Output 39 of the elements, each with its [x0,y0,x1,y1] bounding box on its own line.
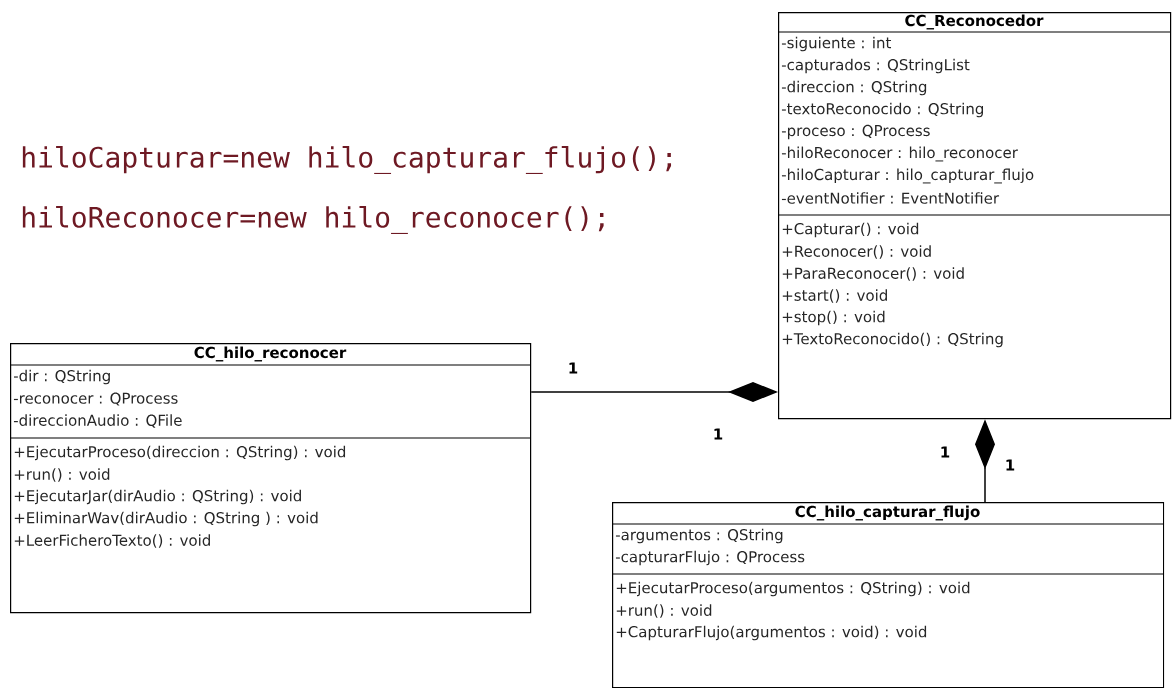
method-text: +run() : void [14,468,110,482]
attribute-text: -capturados : QStringList [781,58,970,74]
class-name: CC_Reconocedor [905,14,1044,30]
method-text: +CapturarFlujo(argumentos : void) : void [616,625,927,641]
class-box [777,12,1172,420]
method-text: +ParaReconocer() : void [782,267,964,281]
attribute-text: -argumentos : QString [615,528,783,544]
attribute-text: -direccion : QString [781,80,927,96]
multiplicity: 1 [941,446,950,458]
code-line: hiloReconocer=new hilo_reconocer(); [22,206,604,234]
method-text: +TextoReconocido() : QString [782,332,1003,348]
code-line: hiloCapturar=new hilo_capturar_flujo(); [22,146,672,174]
class-box [611,502,1165,688]
attribute-text: -eventNotifier : EventNotifier [781,192,1000,204]
method-text: +Capturar() : void [782,222,919,238]
method-text: +Reconocer() : void [782,245,931,259]
method-text: +start() : void [782,289,887,303]
attribute-text: -proceso : QProcess [781,124,930,140]
attribute-text: -dir : QString [13,369,110,385]
attribute-text: -capturarFlujo : QProcess [615,550,805,566]
multiplicity: 1 [714,428,723,440]
method-text: +EjecutarJar(dirAudio : QString) : void [14,489,301,505]
method-text: +EjecutarProceso(direccion : QString) : void [14,445,346,461]
method-text: +LeerFicheroTexto() : void [14,534,210,548]
attribute-text: -textoReconocido : QString [781,102,983,118]
class-box [9,343,532,614]
multiplicity: 1 [569,362,578,374]
attribute-text: -direccionAudio : QFile [13,414,182,428]
class-name: CC_hilo_capturar_flujo [795,505,980,521]
method-text: +run() : void [616,604,712,618]
attribute-text: -hiloCapturar : hilo_capturar_flujo [781,168,1034,184]
attribute-text: -hiloReconocer : hilo_reconocer [781,146,1018,162]
method-text: +EjecutarProceso(argumentos : QString) : void [616,581,970,597]
attribute-text: -siguiente : int [781,36,891,52]
class-name: CC_hilo_reconocer [194,346,347,362]
method-text: +EliminarWav(dirAudio : QString ) : void [14,511,318,527]
multiplicity: 1 [1006,459,1015,471]
attribute-text: -reconocer : QProcess [13,392,178,406]
method-text: +stop() : void [782,310,885,326]
